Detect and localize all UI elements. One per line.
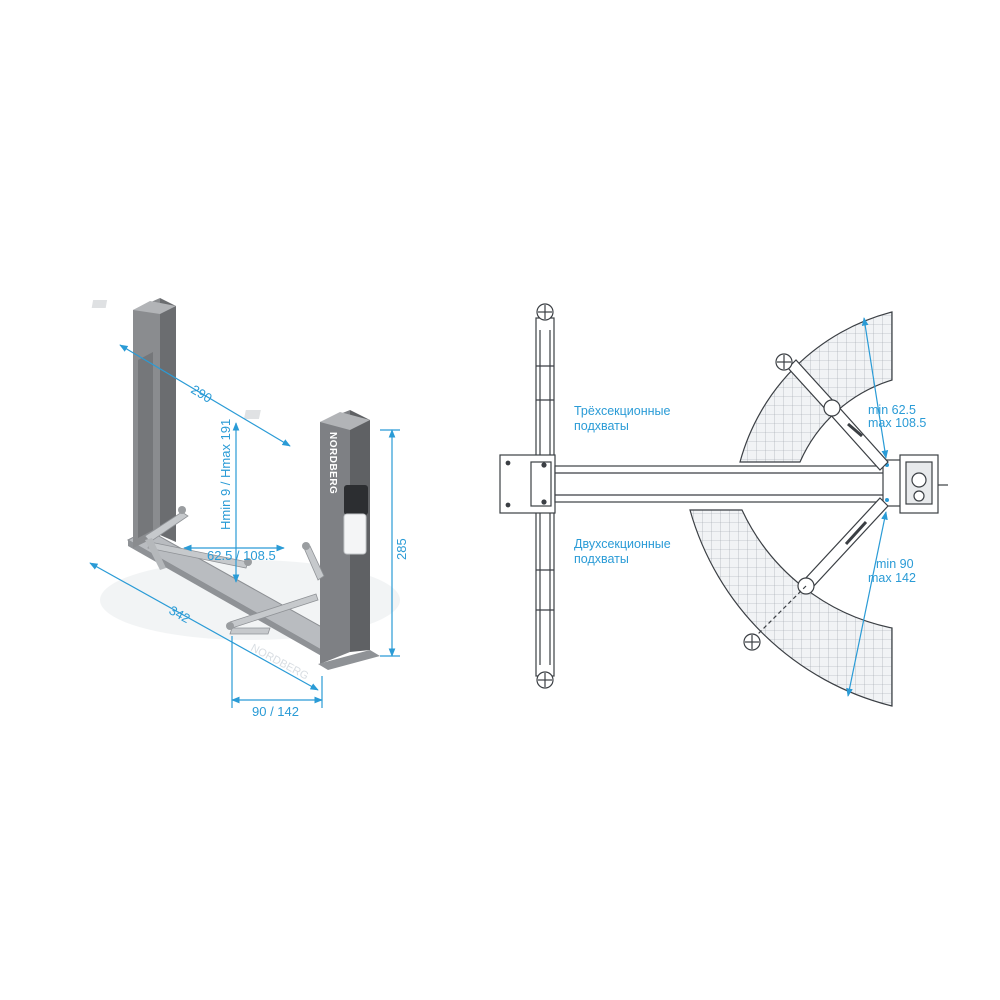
dim-285: 285 [394,538,409,560]
main-beam [499,454,886,514]
label-two-section-2: подхваты [574,552,629,566]
lower-arm-min: min 90 [876,557,914,571]
dim-290: 290 [188,382,214,406]
dim-base-depth: 90 / 142 [252,704,299,719]
lower-arm-max: max 142 [868,571,916,585]
dimension-lines-right [846,317,889,697]
oil-tank [343,513,367,555]
dim-arm-reach: 62.5 / 108.5 [207,548,276,563]
right-column-block [882,454,948,514]
hydraulic-motor [344,485,368,515]
watermark: NORDBERG [249,642,311,682]
dimension-lines-left [89,344,400,708]
dim-height-range: Hmin 9 / Hmax 191 [218,419,233,530]
label-three-section-2: подхваты [574,419,629,433]
label-three-section-1: Трёхсекционные [574,404,671,418]
brand-logo: NORDBERG [327,432,338,494]
svg-text:NORDBERG: NORDBERG [327,432,338,494]
lower-sweep-area [689,509,893,707]
back-column [91,298,176,548]
upper-arm-max: max 108.5 [868,416,926,430]
front-column: NORDBERG [243,410,380,670]
perspective-view: NORDBERG NORDBERG [89,298,409,719]
label-two-section-1: Двухсекционные [574,537,671,551]
top-view: Трёхсекционные подхваты Двухсекционные п… [499,303,948,707]
upper-arm-min: min 62.5 [868,403,916,417]
